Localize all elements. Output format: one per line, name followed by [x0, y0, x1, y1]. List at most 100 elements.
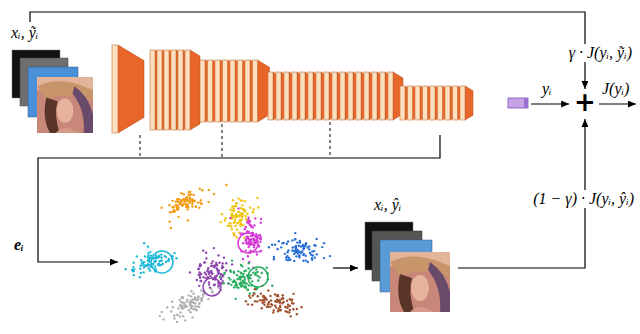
- embedding-point: [296, 308, 298, 310]
- embedding-point: [192, 293, 194, 295]
- embedding-point: [189, 311, 191, 313]
- embedding-point: [273, 258, 275, 260]
- embedding-point: [208, 271, 210, 273]
- embedding-point: [178, 299, 180, 301]
- embedding-point: [197, 298, 199, 300]
- embedding-point: [305, 243, 307, 245]
- embedding-point: [189, 271, 191, 273]
- embedding-point: [210, 288, 212, 290]
- embedding-point: [296, 241, 298, 243]
- embedding-point: [251, 235, 253, 237]
- slab-front: [460, 86, 465, 120]
- slab-front: [388, 72, 393, 120]
- embedding-point: [143, 266, 145, 268]
- embedding-point: [222, 275, 224, 277]
- embedding-point: [207, 271, 209, 273]
- embedding-point: [282, 297, 284, 299]
- slab-front: [200, 60, 205, 122]
- embedding-point: [272, 309, 274, 311]
- dashed-tap: [330, 122, 331, 158]
- slab-face: [405, 86, 413, 120]
- embedding-point: [200, 289, 202, 291]
- output-arrow: [599, 103, 636, 104]
- embedding-point: [192, 194, 194, 196]
- embedding-point: [200, 300, 202, 302]
- slab-front: [276, 72, 281, 120]
- embedding-point: [236, 274, 238, 276]
- embedding-point: [287, 240, 289, 242]
- embedding-point: [242, 273, 244, 275]
- embedding-point: [172, 306, 174, 308]
- embedding-point: [279, 309, 281, 311]
- embedding-point: [181, 301, 183, 303]
- embedding-point: [269, 295, 271, 297]
- embedding-point: [139, 264, 141, 266]
- edge-label: γ · J(yᵢ, ỹᵢ): [567, 44, 634, 62]
- embedding-point: [225, 262, 227, 264]
- embedding-point: [298, 245, 300, 247]
- embedding-point: [197, 296, 199, 298]
- embedding-point: [224, 272, 226, 274]
- slab-face: [413, 86, 421, 120]
- embedding-point: [244, 285, 246, 287]
- embedding-point: [149, 251, 151, 253]
- embedding-scatter: [124, 184, 331, 323]
- embedding-point: [179, 315, 181, 317]
- embedding-point: [323, 242, 325, 244]
- embedding-point: [260, 218, 262, 220]
- embedding-point: [133, 274, 135, 276]
- embedding-point: [176, 313, 178, 315]
- embedding-point: [259, 238, 261, 240]
- slab-front: [223, 60, 228, 122]
- slab-front: [185, 50, 190, 130]
- embedding-point: [239, 224, 241, 226]
- embedding-point: [281, 242, 283, 244]
- embedding-point: [253, 238, 255, 240]
- embedding-point: [296, 313, 298, 315]
- embedding-point: [173, 209, 175, 211]
- embedding-point: [141, 264, 143, 266]
- embedding-point: [207, 201, 209, 203]
- embedding-point: [192, 200, 194, 202]
- embedding-point: [216, 264, 218, 266]
- layer-slab: [185, 50, 200, 130]
- embedding-point: [152, 263, 154, 265]
- slab-front: [284, 72, 289, 120]
- slab-front: [215, 60, 220, 122]
- embedding-point: [293, 253, 295, 255]
- embedding-point: [184, 198, 186, 200]
- embedding-point: [160, 256, 162, 258]
- layer-slab: [400, 86, 413, 120]
- node-text: xᵢ, ŷᵢ: [374, 196, 458, 214]
- embedding-point: [254, 242, 256, 244]
- embedding-point: [260, 221, 262, 223]
- embedding-point: [147, 256, 149, 258]
- embedding-point: [239, 284, 241, 286]
- embedding-point: [154, 265, 156, 267]
- embedding-point: [287, 249, 289, 251]
- embedding-point: [261, 299, 263, 301]
- embedding-point: [234, 298, 236, 300]
- embedding-point: [249, 292, 251, 294]
- embedding-point: [181, 304, 183, 306]
- embedding-point: [210, 262, 212, 264]
- embedding-point: [279, 301, 281, 303]
- embedding-point: [147, 252, 149, 254]
- embedding-point: [254, 288, 256, 290]
- embedding-point: [311, 250, 313, 252]
- embedding-point: [218, 262, 220, 264]
- embedding-point: [305, 259, 307, 261]
- embedding-point: [165, 261, 167, 263]
- embedding-point: [231, 228, 233, 230]
- embedding-point: [295, 247, 297, 249]
- embedding-point: [238, 215, 240, 217]
- embedding-point: [241, 265, 243, 267]
- embedding-point: [163, 255, 165, 257]
- embedding-point: [286, 307, 288, 309]
- input-image-stack: [12, 50, 93, 133]
- layer-slab: [364, 72, 379, 120]
- embedding-point: [271, 243, 273, 245]
- embedding-point: [194, 305, 196, 307]
- embedding-point: [294, 238, 296, 240]
